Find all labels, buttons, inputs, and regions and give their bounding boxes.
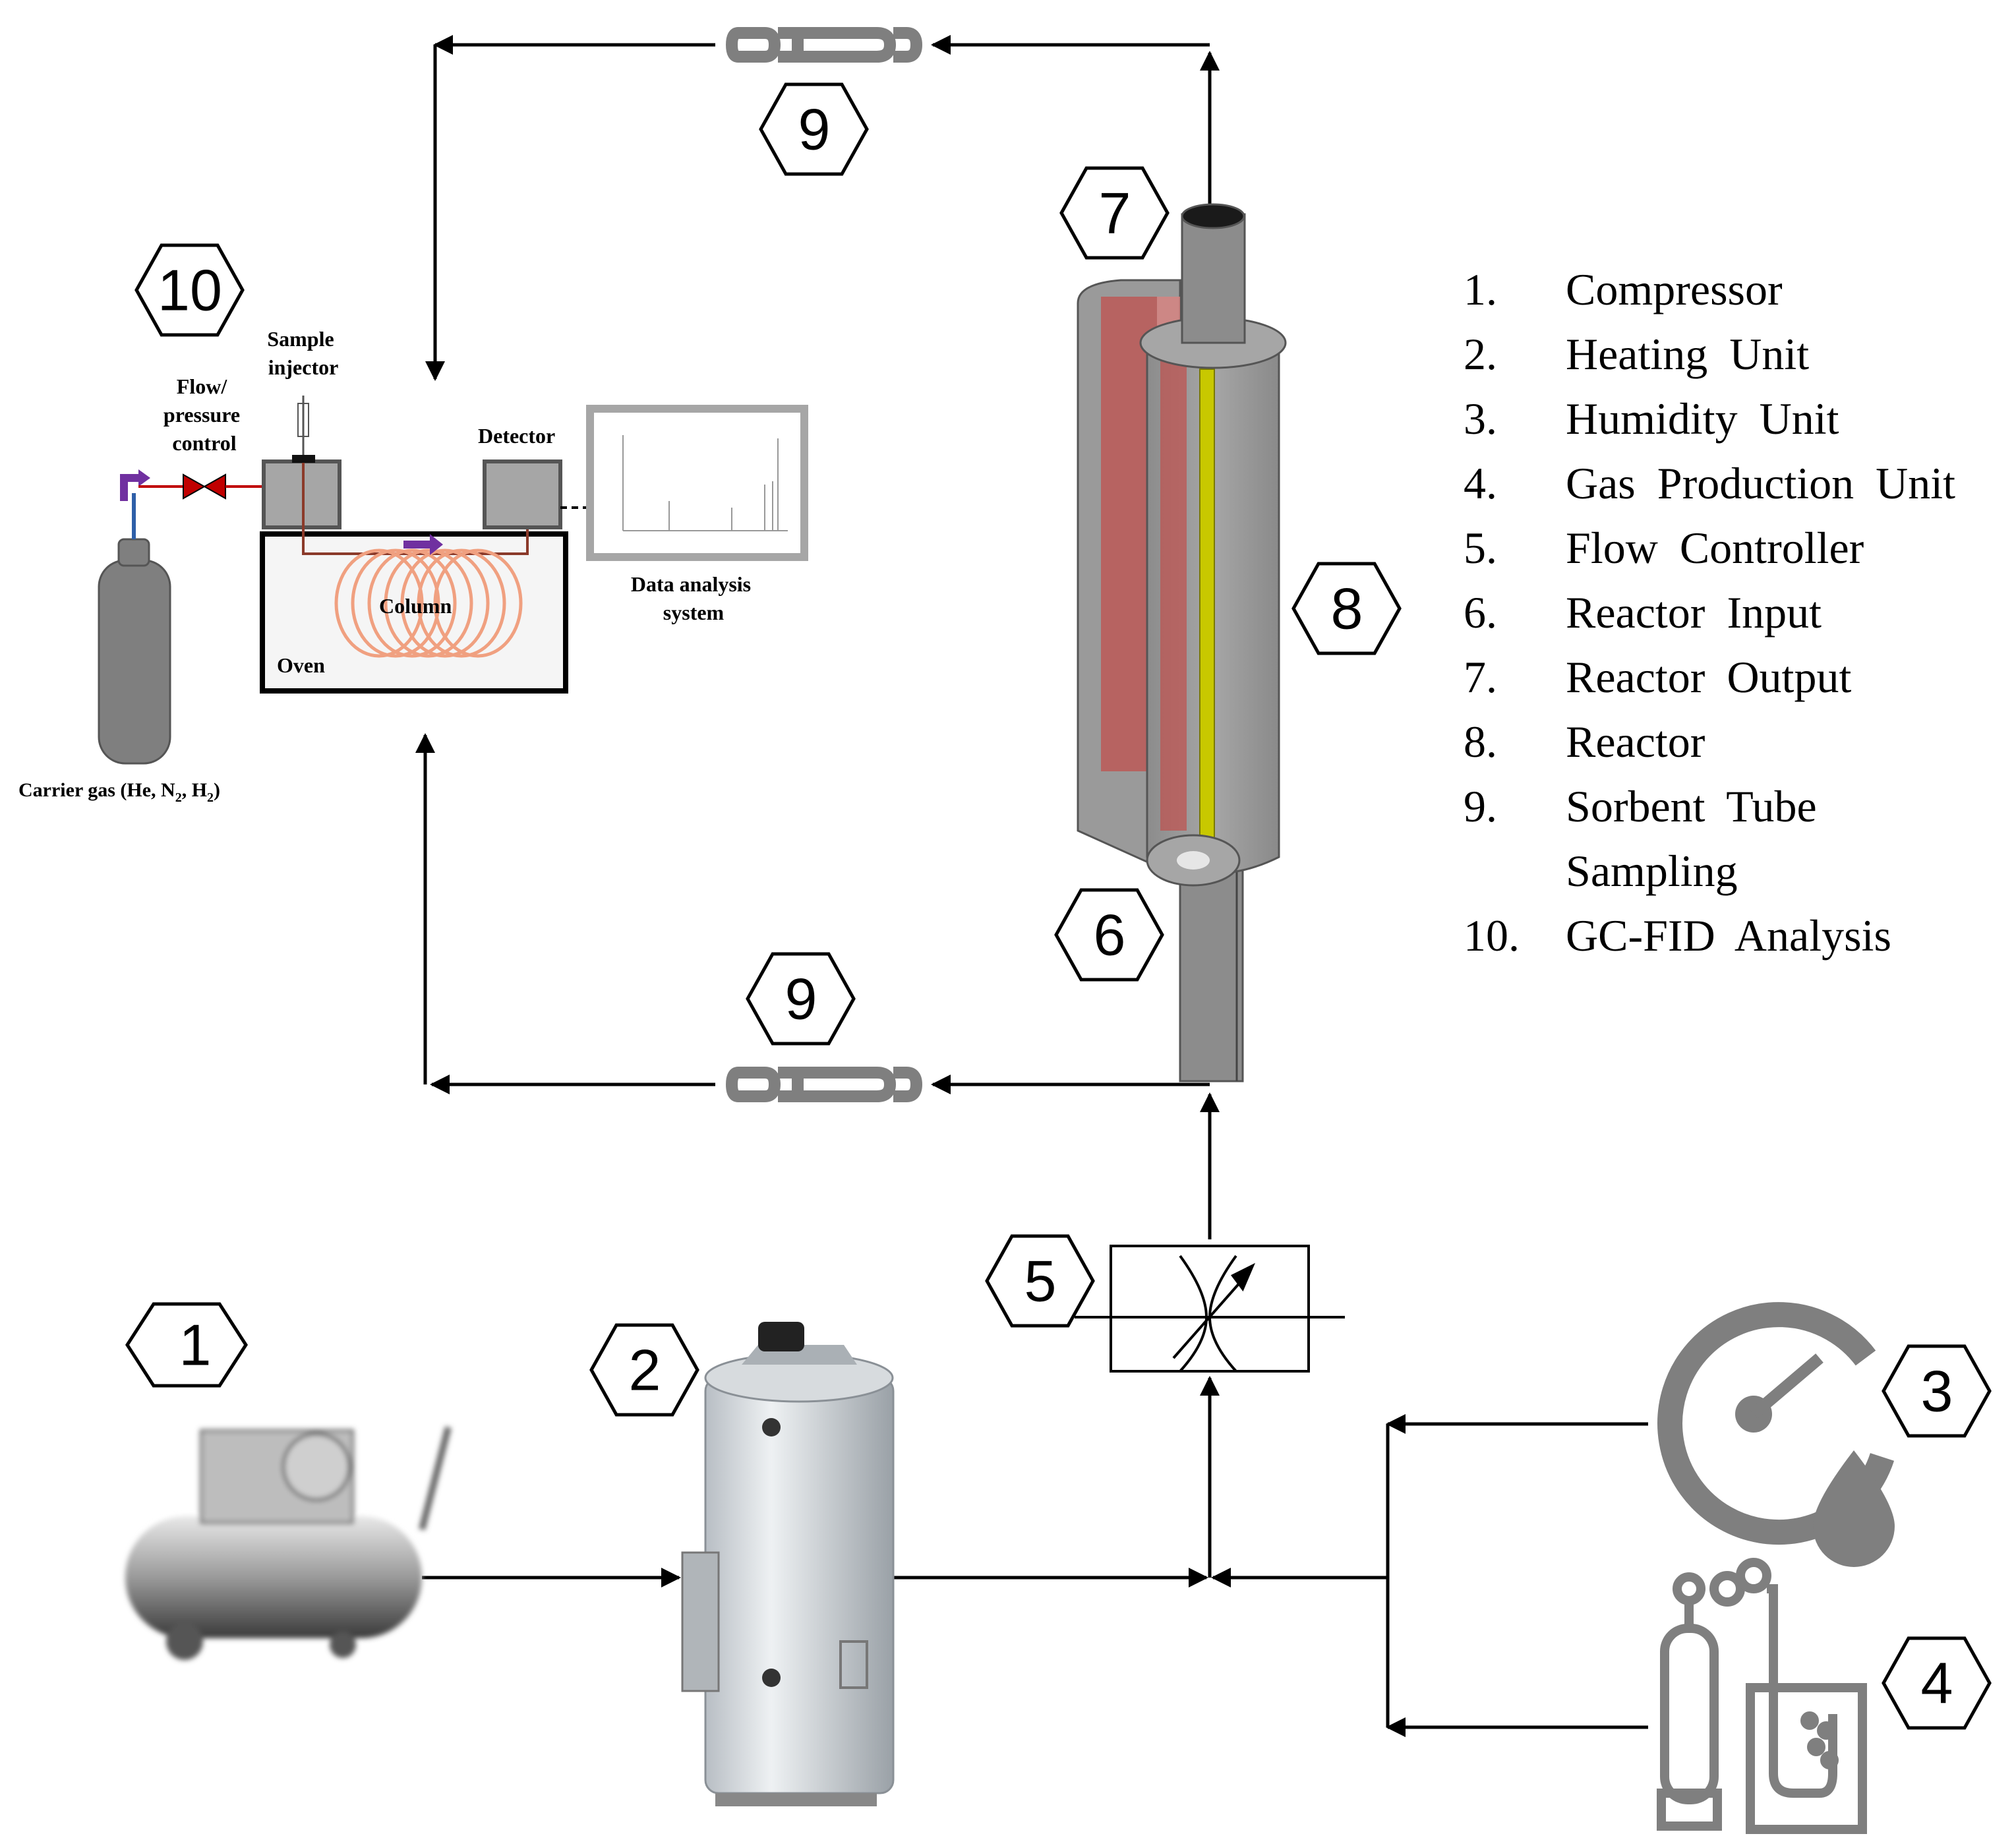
legend-label: GC-FID Analysis [1566, 910, 1891, 961]
oven [260, 531, 568, 694]
sample-injector [262, 459, 341, 529]
svg-text:3: 3 [1921, 1359, 1953, 1424]
legend-item: Sampling [1464, 839, 1955, 903]
svg-text:1: 1 [179, 1313, 212, 1378]
legend-item: 6. Reactor Input [1464, 580, 1955, 645]
flow-controller [1075, 1245, 1345, 1373]
sorbent-tube-top [726, 27, 922, 63]
legend-number: 1. [1464, 264, 1497, 314]
hex-7: 7 [1059, 166, 1170, 260]
svg-text:4: 4 [1921, 1651, 1953, 1716]
legend-label: Flow Controller [1566, 523, 1864, 573]
legend-label: Reactor Input [1566, 587, 1822, 637]
legend-number: 5. [1464, 523, 1497, 573]
chromatogram [622, 435, 788, 531]
label-data-analysis: Data analysis system [631, 572, 756, 624]
reactor [1077, 203, 1287, 1082]
hex-3: 3 [1882, 1344, 1992, 1438]
data-analysis-screen [586, 405, 808, 561]
hex-4: 4 [1882, 1636, 1992, 1730]
legend-item: 3. Humidity Unit [1464, 386, 1955, 451]
carrier-flow-arrow [120, 474, 138, 501]
label-carrier-gas: Carrier gas (He, N2, H2) [18, 779, 220, 805]
hex-5: 5 [985, 1234, 1095, 1328]
svg-text:9: 9 [798, 97, 831, 162]
svg-text:8: 8 [1331, 576, 1363, 641]
legend-label: Reactor Output [1566, 652, 1852, 702]
hex-6: 6 [1054, 888, 1164, 982]
flow-lines [415, 35, 1648, 1737]
humidity-icon [1657, 1302, 1895, 1567]
legend-item: 8. Reactor [1464, 709, 1955, 774]
legend-label: Sorbent Tube [1566, 781, 1817, 831]
detector [483, 459, 562, 529]
legend-number: 10. [1464, 910, 1520, 961]
hex-9-top: 9 [759, 82, 869, 176]
hex-8: 8 [1291, 562, 1402, 655]
legend-number: 9. [1464, 781, 1497, 831]
legend-item: 10. GC-FID Analysis [1464, 903, 1955, 968]
legend-number [1464, 839, 1566, 903]
legend-label: Reactor [1566, 717, 1705, 767]
sorbent-tube-bottom [726, 1067, 922, 1102]
legend-item: 4. Gas Production Unit [1464, 451, 1955, 516]
reactor-heater-right [1160, 343, 1187, 831]
hex-9-bottom: 9 [746, 952, 856, 1046]
label-oven: Oven [277, 653, 325, 677]
column-flow-arrow [403, 534, 443, 555]
legend-label: Compressor [1566, 264, 1783, 314]
legend-number: 7. [1464, 652, 1497, 702]
legend-number: 2. [1464, 329, 1497, 379]
reactor-inlet-pipe [1179, 856, 1244, 1082]
label-detector: Detector [478, 424, 555, 448]
svg-text:9: 9 [785, 966, 817, 1032]
legend-number: 3. [1464, 394, 1497, 444]
hex-2: 2 [589, 1323, 699, 1417]
legend-item: 7. Reactor Output [1464, 645, 1955, 709]
hex-1: 1 [125, 1302, 248, 1388]
svg-text:2: 2 [629, 1338, 661, 1403]
heating-unit [681, 1322, 895, 1806]
legend-label: Sampling [1566, 846, 1738, 896]
svg-text:7: 7 [1099, 181, 1131, 246]
svg-text:10: 10 [158, 258, 222, 323]
legend-item: 5. Flow Controller [1464, 516, 1955, 580]
gc-fid-schematic [98, 396, 808, 765]
hexagon-labels: 1 2 3 4 5 6 7 8 [125, 82, 1992, 1730]
gc-labels: Sample injector Flow/ pressure control D… [18, 327, 756, 805]
legend-item: 1. Compressor [1464, 257, 1955, 322]
carrier-gas-cylinder [98, 559, 171, 765]
legend-number: 6. [1464, 587, 1497, 637]
label-column: Column [379, 594, 452, 618]
pressure-valve [183, 473, 206, 500]
svg-text:6: 6 [1094, 903, 1126, 968]
compressor [125, 1426, 452, 1660]
label-flow-control: Flow/ pressure control [163, 374, 245, 455]
legend-item: 9. Sorbent Tube [1464, 774, 1955, 839]
reactor-outlet-pipe [1181, 213, 1246, 344]
gas-production-icon [1657, 1558, 1867, 1834]
reactor-catalyst-bed [1199, 369, 1215, 844]
column-coil [334, 548, 523, 658]
legend: 1. Compressor 2. Heating Unit 3. Humidity Uni… [1464, 257, 1955, 968]
legend-number: 4. [1464, 458, 1497, 508]
legend-number: 8. [1464, 717, 1497, 767]
hex-10: 10 [134, 243, 245, 337]
legend-label: Gas Production Unit [1566, 458, 1956, 508]
label-sample-injector: Sample injector [267, 327, 339, 379]
legend-item: 2. Heating Unit [1464, 322, 1955, 386]
svg-text:5: 5 [1024, 1249, 1057, 1314]
legend-label: Humidity Unit [1566, 394, 1839, 444]
legend-label: Heating Unit [1566, 329, 1810, 379]
